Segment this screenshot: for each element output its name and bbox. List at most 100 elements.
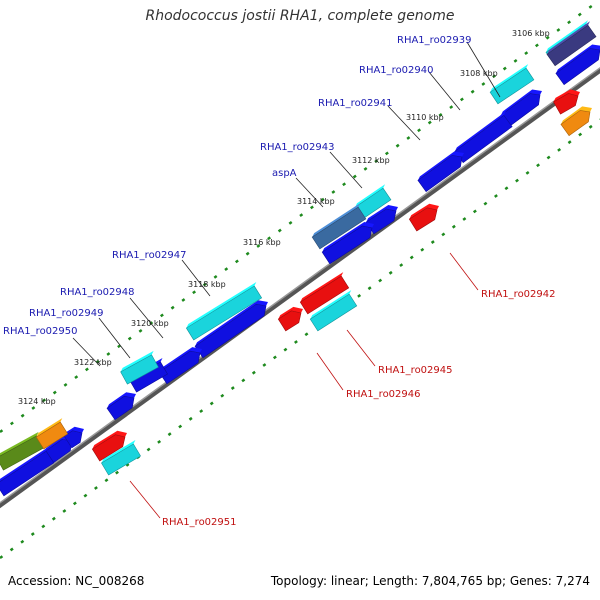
upper-tick-row-tick (170, 305, 175, 310)
label-leader-line (72, 337, 101, 367)
upper-tick-row-tick (449, 105, 454, 110)
gene-label-top: RHA1_ro02941 (318, 98, 393, 109)
lower-tick-row-tick (430, 240, 435, 244)
lower-tick-row-tick (399, 263, 404, 268)
gene-olive (0, 435, 44, 471)
lower-tick-row-tick (294, 340, 298, 344)
lower-tick-row-tick (588, 124, 593, 129)
upper-tick-row-tick (224, 267, 229, 272)
lower-tick-row-tick (0, 555, 4, 560)
gene-cds-cyan-highlight (120, 350, 154, 372)
upper-tick-row-tick (427, 120, 432, 125)
upper-tick-row-tick (267, 236, 272, 241)
gene-cds-blue-highlight (555, 44, 600, 74)
lower-tick-row-tick (188, 416, 193, 421)
lower-tick-row-tick (115, 470, 119, 475)
upper-tick-row-tick (52, 390, 57, 395)
gene-red (553, 93, 579, 115)
label-leader-line (466, 41, 501, 98)
gene-cds-cyan (309, 293, 358, 332)
label-leader-line (295, 177, 324, 208)
gene-cds-blue-highlight (454, 111, 506, 152)
tick-label: 3120 kbp (131, 319, 169, 328)
gene-cds-blue (129, 361, 168, 393)
upper-tick-row-tick (342, 182, 347, 187)
lower-tick-row-tick (94, 486, 98, 490)
gene-cds-blue-highlight (322, 221, 374, 253)
gene-label-bottom: RHA1_ro02951 (162, 517, 237, 528)
upper-tick-row-tick (438, 112, 443, 117)
gene-cds-blue-highlight (107, 392, 136, 409)
lower-tick-row-tick (51, 516, 56, 521)
gene-red (91, 434, 126, 462)
genome-backbone-highlight (0, 66, 600, 504)
label-leader-line (346, 329, 376, 367)
upper-tick-row-tick (331, 190, 336, 194)
gene-label-top: RHA1_ro02950 (3, 326, 78, 337)
upper-tick-row-tick (127, 336, 132, 341)
gene-cds-cyan-highlight (490, 64, 529, 93)
lower-tick-row-tick (367, 286, 372, 291)
upper-tick-row-tick (234, 259, 239, 264)
upper-tick-row-tick (459, 97, 464, 102)
lower-tick-row-tick (472, 209, 477, 214)
tick-label: 3116 kbp (243, 238, 281, 247)
upper-tick-row-tick (395, 143, 400, 148)
upper-tick-row-tick (481, 82, 486, 86)
tick-label: 3112 kbp (352, 156, 390, 165)
lower-tick-row-tick (178, 424, 183, 429)
upper-tick-row-tick (9, 421, 14, 426)
gene-cds-cyan (120, 354, 159, 385)
upper-tick-row-tick (545, 35, 550, 40)
tick-label: 3122 kbp (74, 358, 112, 367)
lower-tick-row-tick (283, 347, 288, 352)
upper-tick-row-tick (299, 213, 304, 218)
upper-tick-row-tick (384, 151, 389, 156)
upper-tick-row-tick (588, 4, 593, 9)
upper-tick-row-tick (363, 166, 368, 171)
lower-tick-row-tick (272, 355, 277, 360)
upper-tick-row-tick (256, 244, 261, 248)
lower-tick-row-tick (578, 132, 583, 137)
upper-tick-row-tick (470, 89, 475, 94)
lower-tick-row-tick (536, 163, 541, 168)
gene-orange (35, 421, 69, 450)
gene-cds-blue-highlight (417, 151, 464, 181)
upper-tick-row-tick (31, 406, 36, 410)
upper-tick-row-tick (202, 282, 207, 287)
upper-tick-row-tick (567, 20, 572, 25)
lower-tick-row-tick (251, 370, 256, 375)
gene-cds-cyan (489, 67, 535, 105)
gene-cds-cyan-highlight (355, 184, 386, 208)
gene-label-top: RHA1_ro02949 (29, 308, 104, 319)
gene-label-top: RHA1_ro02943 (260, 142, 335, 153)
lower-tick-row-tick (262, 363, 267, 367)
tick-label: 3106 kbp (512, 29, 550, 38)
gene-red-highlight (278, 306, 303, 320)
upper-tick-row-tick (534, 43, 539, 48)
lower-tick-row-tick (83, 493, 88, 498)
gene-cds-cyan (185, 285, 263, 341)
lower-tick-row-tick (41, 524, 46, 529)
gene-slate (546, 24, 597, 67)
upper-tick-row-tick (417, 128, 422, 133)
gene-cds-cyan-highlight (310, 290, 352, 320)
tick-label: 3110 kbp (406, 113, 444, 122)
upper-tick-row-tick (492, 74, 497, 79)
gene-red (277, 310, 302, 332)
gene-label-top: RHA1_ro02940 (359, 65, 434, 76)
gene-cds-blue-highlight (159, 347, 202, 373)
lower-tick-row-tick (504, 186, 509, 191)
upper-tick-row-tick (20, 413, 25, 418)
upper-tick-row-tick (502, 66, 507, 71)
gene-label-top: RHA1_ro02947 (112, 250, 187, 261)
gene-cds-blue (0, 450, 55, 497)
gene-label-bottom: RHA1_ro02945 (378, 365, 453, 376)
label-leader-line (387, 105, 421, 141)
tick-label: 3108 kbp (460, 69, 498, 78)
label-leader-line (316, 352, 344, 391)
lower-tick-row-tick (557, 147, 562, 152)
lower-tick-row-tick (230, 386, 235, 390)
lower-tick-row-tick (378, 278, 383, 283)
upper-tick-row-tick (74, 375, 79, 380)
